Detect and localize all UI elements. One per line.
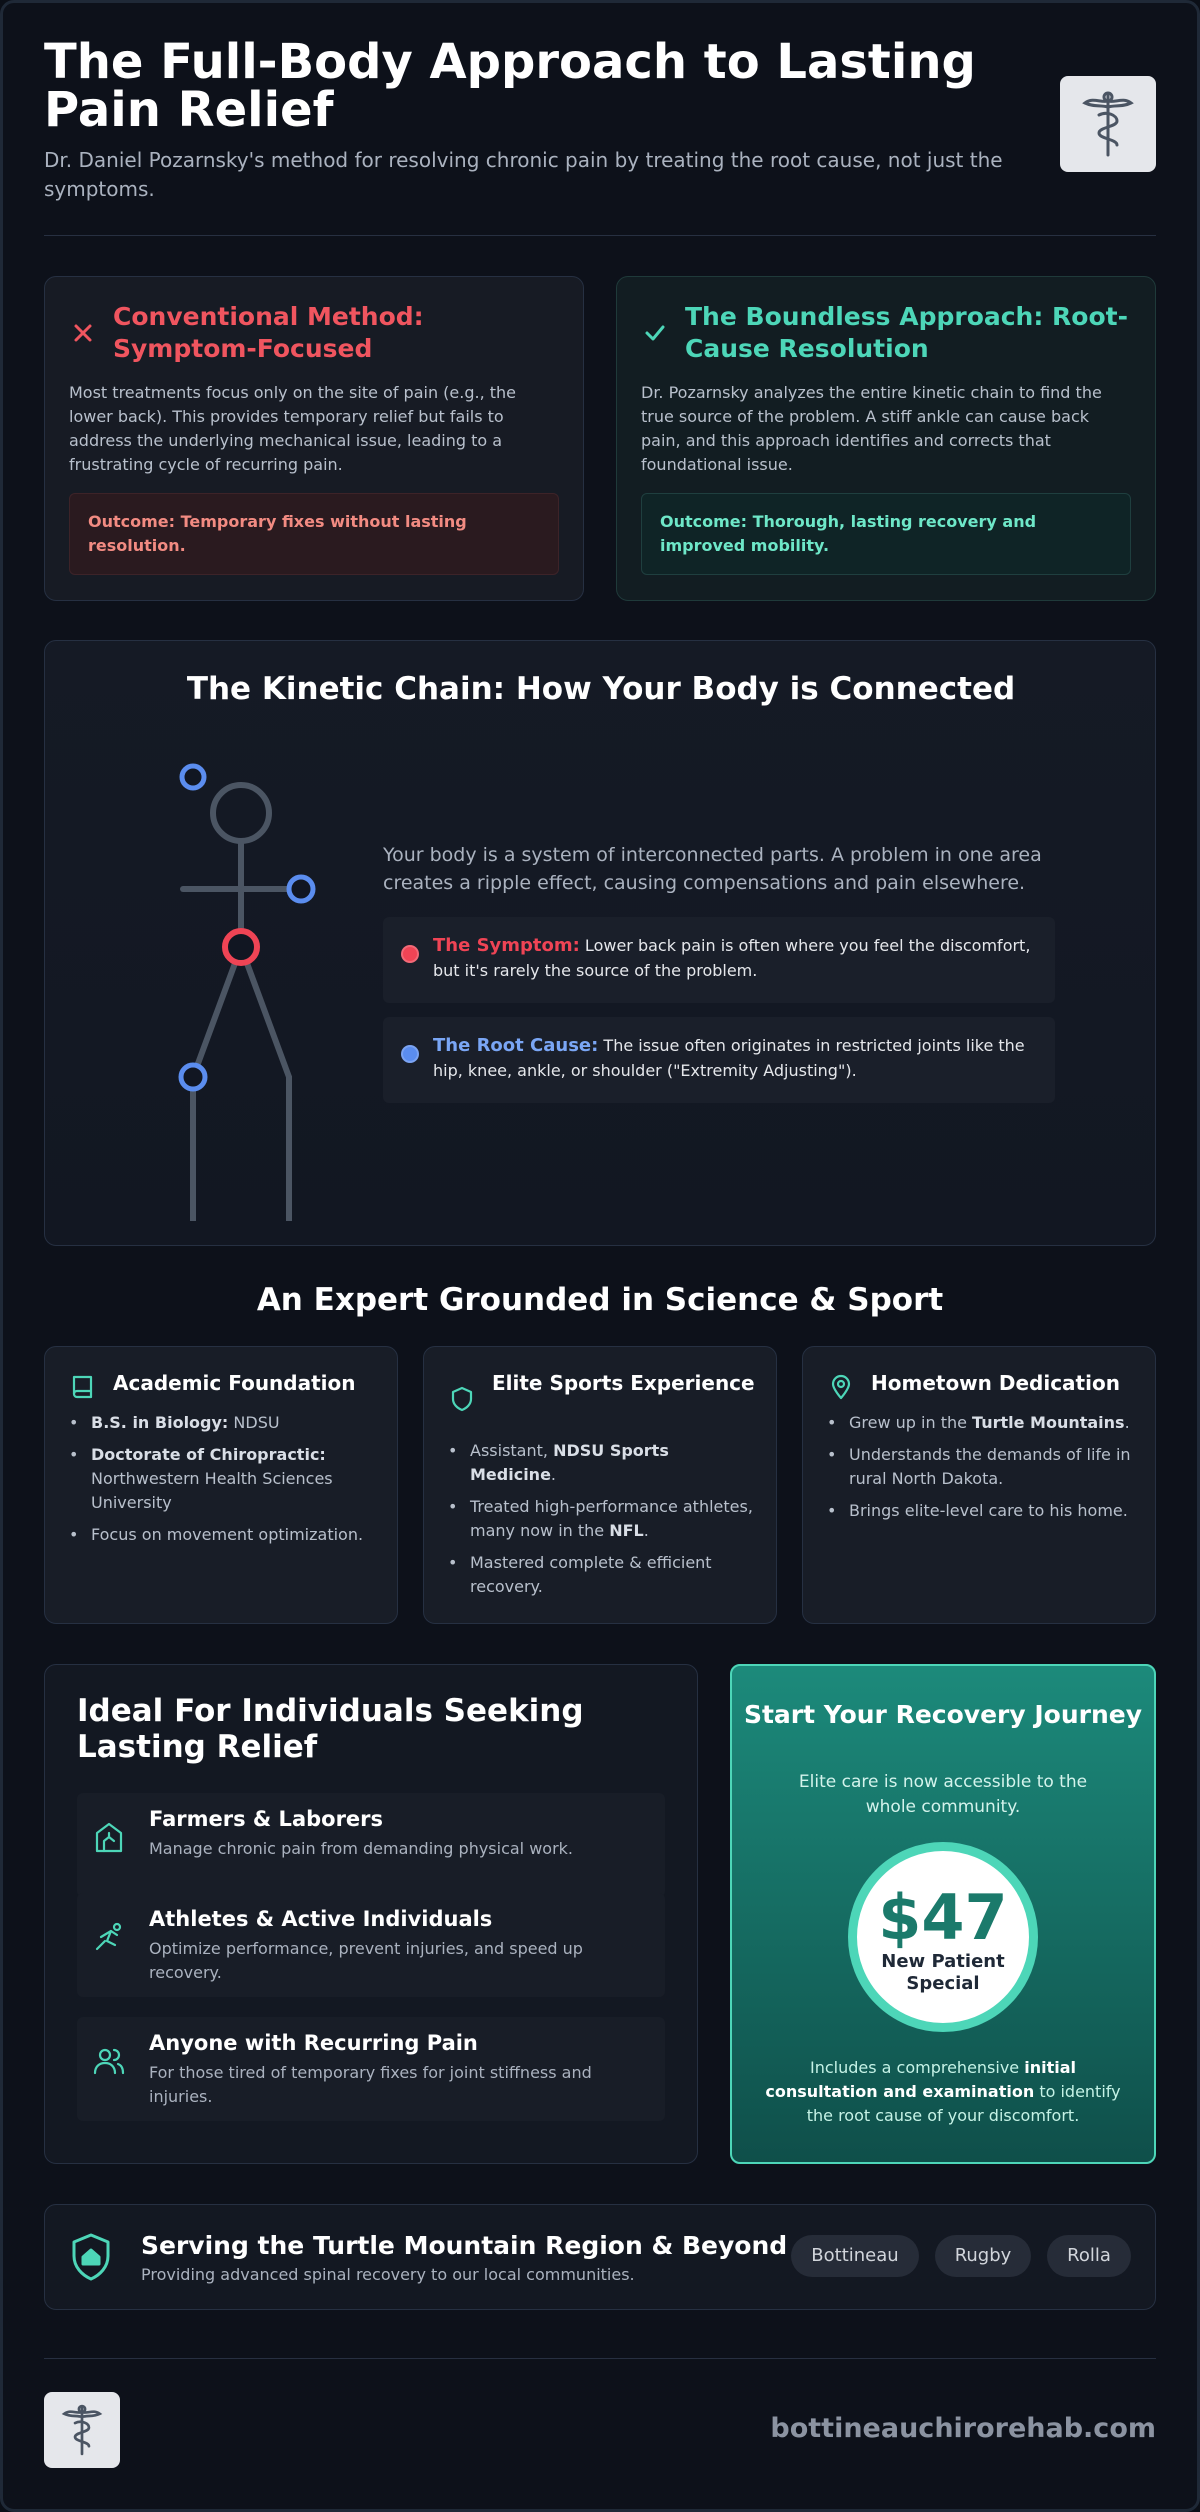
- root-cause-text: The Root Cause: The issue often originat…: [433, 1033, 1043, 1083]
- list-item: Treated high-performance athletes, many …: [448, 1495, 758, 1543]
- list-item: Assistant, NDSU Sports Medicine.: [448, 1439, 758, 1487]
- ideal-for-title: Ideal For Individuals Seeking Lasting Re…: [77, 1693, 584, 1765]
- list-item: Focus on movement optimization.: [69, 1523, 379, 1547]
- boundless-outcome: Outcome: Thorough, lasting recovery and …: [641, 493, 1131, 575]
- recovery-cta-card[interactable]: Start Your Recovery Journey Elite care i…: [730, 1664, 1156, 2164]
- users-icon: [93, 2048, 125, 2075]
- list-item: B.S. in Biology: NDSU: [69, 1411, 379, 1435]
- page-title: The Full-Body Approach to Lasting Pain R…: [44, 34, 976, 138]
- town-pill-bottineau[interactable]: Bottineau: [791, 2235, 919, 2277]
- athletes-description: Optimize performance, prevent injuries, …: [149, 1939, 583, 1982]
- hometown-dedication-card: Hometown Dedication Grew up in the Turtl…: [802, 1346, 1156, 1624]
- symptom-description: Lower back pain is often where you feel …: [433, 936, 1031, 980]
- root-cause-description: The issue often originates in restricted…: [433, 1036, 1025, 1080]
- elite-sports-card: Elite Sports Experience Assistant, NDSU …: [423, 1346, 777, 1624]
- figure-head: [210, 782, 272, 844]
- list-item: Mastered complete & efficient recovery.: [448, 1551, 758, 1599]
- list-item: Brings elite-level care to his home.: [827, 1499, 1137, 1523]
- cta-subtitle: Elite care is now accessible to the whol…: [798, 1772, 1088, 1817]
- kinetic-chain-figure: [178, 763, 316, 1221]
- caduceus-icon: [1082, 91, 1134, 157]
- ideal-for-panel: Ideal For Individuals Seeking Lasting Re…: [44, 1664, 698, 2164]
- symptom-text: The Symptom: Lower back pain is often wh…: [433, 933, 1043, 983]
- boundless-approach-card: The Boundless Approach: Root-Cause Resol…: [616, 276, 1156, 601]
- town-pill-rolla[interactable]: Rolla: [1047, 2235, 1131, 2277]
- farm-icon: [95, 1822, 123, 1853]
- kinetic-chain-panel: The Kinetic Chain: How Your Body is Conn…: [44, 640, 1156, 1246]
- footer-logo: [44, 2392, 120, 2468]
- farmers-title: Farmers & Laborers: [149, 1807, 384, 1831]
- service-region-bar: Serving the Turtle Mountain Region & Bey…: [44, 2204, 1156, 2310]
- academic-foundation-card: Academic Foundation B.S. in Biology: NDS…: [44, 1346, 398, 1624]
- book-icon: [72, 1375, 93, 1399]
- hometown-dedication-list: Grew up in the Turtle Mountains. Underst…: [827, 1411, 1137, 1531]
- shield-icon: [451, 1386, 473, 1412]
- shield-home-icon: [72, 2233, 110, 2281]
- region-subtitle: Providing advanced spinal recovery to ou…: [141, 2265, 635, 2284]
- kinetic-chain-intro: Your body is a system of interconnected …: [383, 844, 1042, 894]
- list-item: Farmers & Laborers Manage chronic pain f…: [77, 1793, 665, 1897]
- page-subtitle: Dr. Daniel Pozarnsky's method for resolv…: [44, 148, 1003, 201]
- hometown-dedication-title: Hometown Dedication: [871, 1371, 1120, 1395]
- lower-back-symptom-marker: [222, 928, 260, 966]
- caduceus-icon: [61, 2404, 103, 2456]
- town-pill-rugby[interactable]: Rugby: [935, 2235, 1031, 2277]
- academic-foundation-list: B.S. in Biology: NDSU Doctorate of Chiro…: [69, 1411, 379, 1555]
- shoulder-root-cause-marker: [179, 763, 207, 791]
- map-pin-icon: [831, 1374, 851, 1400]
- expert-section-title: An Expert Grounded in Science & Sport: [256, 1282, 944, 1318]
- check-icon: [645, 325, 665, 341]
- list-item: Understands the demands of life in rural…: [827, 1443, 1137, 1491]
- region-title: Serving the Turtle Mountain Region & Bey…: [141, 2231, 788, 2260]
- symptom-dot: [401, 945, 419, 963]
- athletes-title: Athletes & Active Individuals: [149, 1907, 493, 1931]
- root-cause-callout: The Root Cause: The issue often originat…: [383, 1017, 1055, 1103]
- farmers-description: Manage chronic pain from demanding physi…: [149, 1839, 574, 1858]
- list-item: Anyone with Recurring Pain For those tir…: [77, 2017, 665, 2121]
- logo: [1060, 76, 1156, 172]
- kinetic-chain-title: The Kinetic Chain: How Your Body is Conn…: [186, 671, 1016, 707]
- elite-sports-title: Elite Sports Experience: [492, 1371, 755, 1395]
- symptom-callout: The Symptom: Lower back pain is often wh…: [383, 917, 1055, 1003]
- conventional-method-card: Conventional Method: Symptom-Focused Mos…: [44, 276, 584, 601]
- root-cause-dot: [401, 1045, 419, 1063]
- boundless-approach-title: The Boundless Approach: Root-Cause Resol…: [685, 302, 1128, 363]
- conventional-method-title: Conventional Method: Symptom-Focused: [113, 302, 424, 363]
- academic-foundation-title: Academic Foundation: [113, 1371, 356, 1395]
- recurring-pain-title: Anyone with Recurring Pain: [149, 2031, 478, 2055]
- website-link[interactable]: bottineauchirorehab.com: [770, 2413, 1156, 2444]
- recurring-pain-description: For those tired of temporary fixes for j…: [149, 2063, 592, 2106]
- knee-root-cause-marker: [178, 1062, 208, 1092]
- header-divider: [44, 235, 1156, 236]
- athlete-icon: [95, 1922, 122, 1951]
- symptom-label: The Symptom:: [433, 935, 580, 956]
- conventional-outcome: Outcome: Temporary fixes without lasting…: [69, 493, 559, 575]
- footer-divider: [44, 2358, 1156, 2359]
- list-item: Athletes & Active Individuals Optimize p…: [77, 1893, 665, 1997]
- boundless-approach-body: Dr. Pozarnsky analyzes the entire kineti…: [641, 383, 1102, 474]
- elite-sports-list: Assistant, NDSU Sports Medicine. Treated…: [448, 1439, 758, 1607]
- price-label: New Patient Special: [881, 1951, 1005, 1994]
- x-icon: [74, 324, 92, 342]
- cta-note: Includes a comprehensive initial consult…: [765, 2058, 1121, 2125]
- page-header: The Full-Body Approach to Lasting Pain R…: [44, 38, 1156, 238]
- conventional-method-body: Most treatments focus only on the site o…: [69, 383, 517, 474]
- list-item: Doctorate of Chiropractic: Northwestern …: [69, 1443, 379, 1515]
- price-value: $47: [878, 1881, 1008, 1954]
- root-cause-label: The Root Cause:: [433, 1035, 599, 1056]
- cta-title: Start Your Recovery Journey: [743, 1700, 1143, 1729]
- list-item: Grew up in the Turtle Mountains.: [827, 1411, 1137, 1435]
- price-badge: $47 New Patient Special: [848, 1842, 1038, 2032]
- hand-root-cause-marker: [286, 874, 316, 904]
